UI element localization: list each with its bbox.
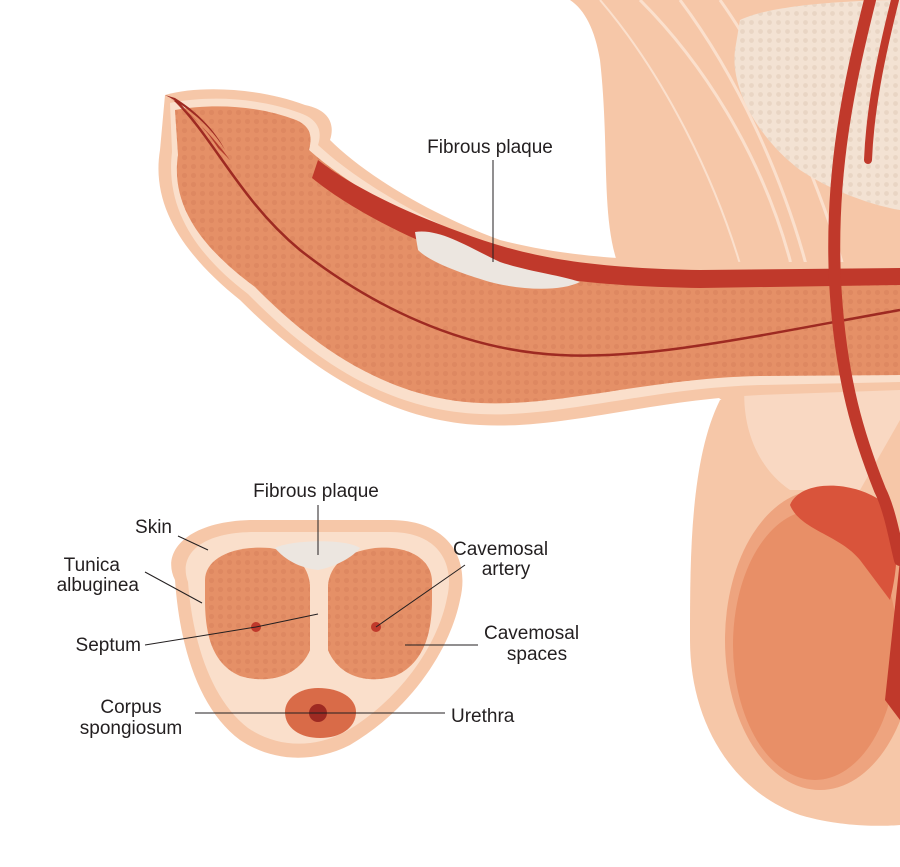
label-corpus-1: Corpus xyxy=(100,697,161,718)
label-urethra: Urethra xyxy=(451,706,515,727)
label-corpus-2: spongiosum xyxy=(80,718,182,739)
cross-section xyxy=(171,520,462,758)
label-cavemosal-artery-1: Cavemosal xyxy=(453,539,548,560)
septum xyxy=(313,598,325,668)
label-tunica-2: albuginea xyxy=(57,575,140,596)
label-tunica-1: Tunica xyxy=(64,555,121,576)
label-cross-fibrous-plaque: Fibrous plaque xyxy=(253,481,379,502)
label-skin: Skin xyxy=(135,517,172,538)
label-cavemosal-spaces-2: spaces xyxy=(507,644,567,665)
label-cavemosal-artery-2: artery xyxy=(482,559,531,580)
label-side-fibrous-plaque: Fibrous plaque xyxy=(427,137,553,158)
label-cavemosal-spaces-1: Cavemosal xyxy=(484,623,579,644)
label-septum: Septum xyxy=(76,635,141,656)
